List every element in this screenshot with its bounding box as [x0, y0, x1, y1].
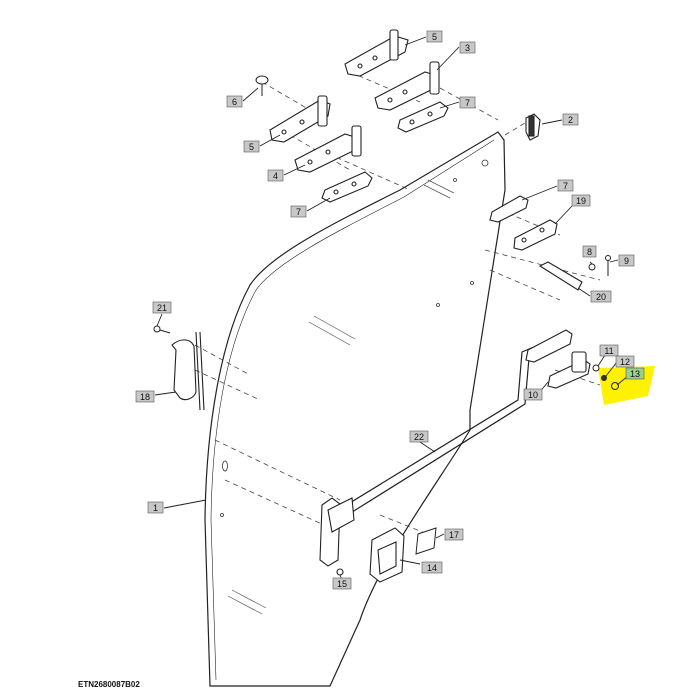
callout-11: 11 [599, 344, 619, 357]
glass-reflection-marks [227, 179, 455, 615]
washer-12 [601, 375, 607, 381]
callout-15-label: 15 [337, 579, 347, 589]
callout-7-lower-label: 7 [296, 207, 301, 217]
callout-5-lower-label: 5 [249, 142, 254, 152]
callout-13-label: 13 [630, 369, 640, 379]
callout-14: 14 [421, 561, 443, 574]
bolt-6 [255, 75, 269, 96]
callout-7-upper: 7 [459, 96, 476, 109]
hinge-3 [374, 61, 440, 111]
callout-10: 10 [523, 388, 543, 401]
callout-9: 9 [618, 254, 635, 267]
callout-2-label: 2 [568, 115, 573, 125]
callout-4: 4 [267, 169, 284, 182]
callout-14-label: 14 [427, 563, 437, 573]
pad-17 [415, 527, 437, 555]
callout-5-upper: 5 [426, 30, 443, 43]
screw-8 [588, 263, 596, 271]
callout-21: 21 [152, 301, 172, 314]
lock-bracket-15 [319, 497, 355, 576]
bracket-7-right [489, 195, 529, 223]
callout-19-label: 19 [576, 196, 586, 206]
callout-5-lower: 5 [243, 140, 260, 153]
pin-9 [605, 255, 611, 276]
callout-1-label: 1 [153, 503, 158, 513]
nut-13 [611, 382, 619, 390]
callout-22: 22 [409, 430, 429, 443]
callout-21-label: 21 [157, 303, 167, 313]
callout-7-lower: 7 [290, 205, 307, 218]
hinge-plate-7-upper [397, 101, 449, 133]
callouts: 1 2 3 4 5 5 6 7 7 7 8 9 10 11 12 13 14 1… [135, 30, 645, 590]
callout-10-label: 10 [528, 390, 538, 400]
hinge-upper-5 [344, 29, 409, 77]
door-glass-panel [204, 131, 506, 687]
callout-8: 8 [582, 245, 597, 258]
callout-1: 1 [147, 501, 164, 514]
callout-19: 19 [571, 194, 591, 207]
callout-18: 18 [135, 390, 155, 403]
callout-6: 6 [226, 95, 243, 108]
latch-mechanism-14 [369, 527, 405, 583]
callout-6-label: 6 [232, 97, 237, 107]
strut-22 [334, 335, 565, 520]
callout-17-label: 17 [449, 530, 459, 540]
callout-11-label: 11 [604, 346, 613, 356]
hinge-4 [294, 125, 362, 173]
latch-2 [525, 113, 541, 141]
glass-holes [220, 159, 489, 517]
callout-12-label: 12 [620, 357, 630, 367]
callout-15: 15 [332, 577, 352, 590]
callout-22-label: 22 [414, 432, 424, 442]
callout-8-label: 8 [587, 247, 592, 257]
hinge-lower-5 [269, 95, 331, 143]
callout-9-label: 9 [624, 256, 629, 266]
callout-13: 13 [625, 367, 645, 380]
bracket-10 [525, 329, 591, 389]
callout-12: 12 [615, 355, 635, 368]
callout-20: 20 [590, 290, 612, 303]
screw-21 [153, 325, 171, 334]
washer-11 [592, 364, 600, 372]
callout-2: 2 [562, 113, 579, 126]
callout-3: 3 [459, 41, 476, 54]
callout-7-upper-label: 7 [465, 98, 470, 108]
callout-3-label: 3 [465, 43, 470, 53]
strip-20 [538, 261, 583, 291]
callout-4-label: 4 [273, 171, 278, 181]
callout-20-label: 20 [596, 292, 606, 302]
hinge-plate-7-lower [321, 171, 373, 203]
leader-lines [154, 36, 629, 581]
callout-5-upper-label: 5 [432, 32, 437, 42]
callout-18-label: 18 [140, 392, 150, 402]
bracket-19 [513, 219, 558, 251]
callout-7-right: 7 [557, 179, 574, 192]
reference-code: ETN2680087B02 [78, 680, 140, 689]
callout-7-right-label: 7 [563, 181, 568, 191]
callout-17: 17 [444, 528, 464, 541]
handle-18 [171, 331, 205, 411]
